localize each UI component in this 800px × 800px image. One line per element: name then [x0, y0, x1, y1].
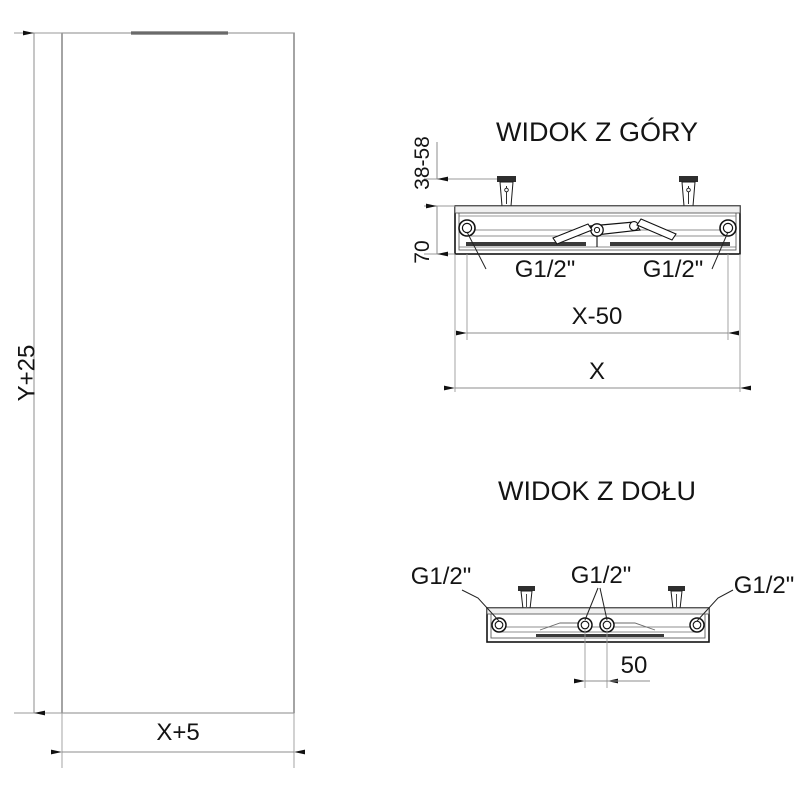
bottom-leader-center-b	[599, 587, 608, 621]
bottom-dim50-label: 50	[621, 652, 648, 679]
bottom-view-base-strip	[536, 634, 664, 637]
valve-pivot-inner	[593, 226, 601, 234]
front-width-dimension-label: X+5	[156, 719, 199, 746]
front-elevation-view: Y+25 X+5	[13, 30, 305, 768]
top-view: WIDOK Z GÓRY	[411, 116, 751, 392]
linkage-arm-left	[552, 223, 593, 245]
top-view-bracket-left	[497, 176, 516, 207]
bottom-center-port-right-inner	[602, 620, 612, 630]
bottom-port-right-inner	[692, 620, 702, 630]
bottom-center-port-left-inner	[580, 620, 590, 630]
bottom-bracket-left-head	[518, 586, 535, 591]
bracket-right-hole	[686, 187, 691, 193]
top-view-base-strip-left	[466, 242, 586, 246]
bottom-leader-center-a	[584, 587, 599, 621]
top-connection-label-left: G1/2"	[515, 256, 576, 283]
bracket-left-hole	[504, 187, 509, 193]
top-dim-70-label: 70	[411, 240, 434, 263]
bottom-view-title: WIDOK Z DOŁU	[498, 476, 696, 506]
top-dim-38-58-label: 38-58	[411, 136, 434, 190]
bottom-connection-label-center: G1/2"	[571, 562, 632, 589]
front-height-dimension-label: Y+25	[13, 345, 40, 402]
bottom-view-port-right	[689, 617, 705, 633]
port-right-inner	[722, 222, 734, 234]
top-view-rail	[454, 205, 741, 214]
top-view-port-right	[719, 219, 737, 237]
bracket-right-head	[679, 176, 698, 182]
top-leader-left	[466, 231, 487, 270]
bracket-left-head	[497, 176, 516, 182]
bottom-leader-left	[461, 589, 500, 622]
bottom-view-port-center-left	[577, 617, 593, 633]
top-view-base-strip-right	[610, 242, 730, 246]
port-left-inner	[461, 222, 473, 234]
top-view-title: WIDOK Z GÓRY	[496, 116, 698, 147]
bottom-bracket-right-head	[668, 586, 685, 591]
bottom-connection-label-right: G1/2"	[734, 572, 795, 599]
front-panel-body	[61, 32, 295, 714]
bottom-view-kink-right	[608, 622, 656, 631]
bottom-view-port-left	[491, 617, 507, 633]
bottom-view: WIDOK Z DOŁU	[411, 476, 795, 688]
bottom-view-rail	[486, 607, 710, 615]
bottom-leader-right	[696, 589, 734, 622]
top-view-port-left	[458, 219, 476, 237]
top-connection-label-right: G1/2"	[643, 256, 704, 283]
top-leader-right	[711, 231, 729, 270]
xminus50-dimension-label: X-50	[572, 303, 623, 330]
bottom-connection-label-left: G1/2"	[411, 563, 472, 590]
bottom-port-left-inner	[494, 620, 504, 630]
top-view-center-valve	[552, 218, 677, 247]
linkage-arm-right	[636, 218, 677, 241]
valve-end-eye	[629, 221, 639, 231]
x-dimension-label: X	[589, 358, 605, 385]
